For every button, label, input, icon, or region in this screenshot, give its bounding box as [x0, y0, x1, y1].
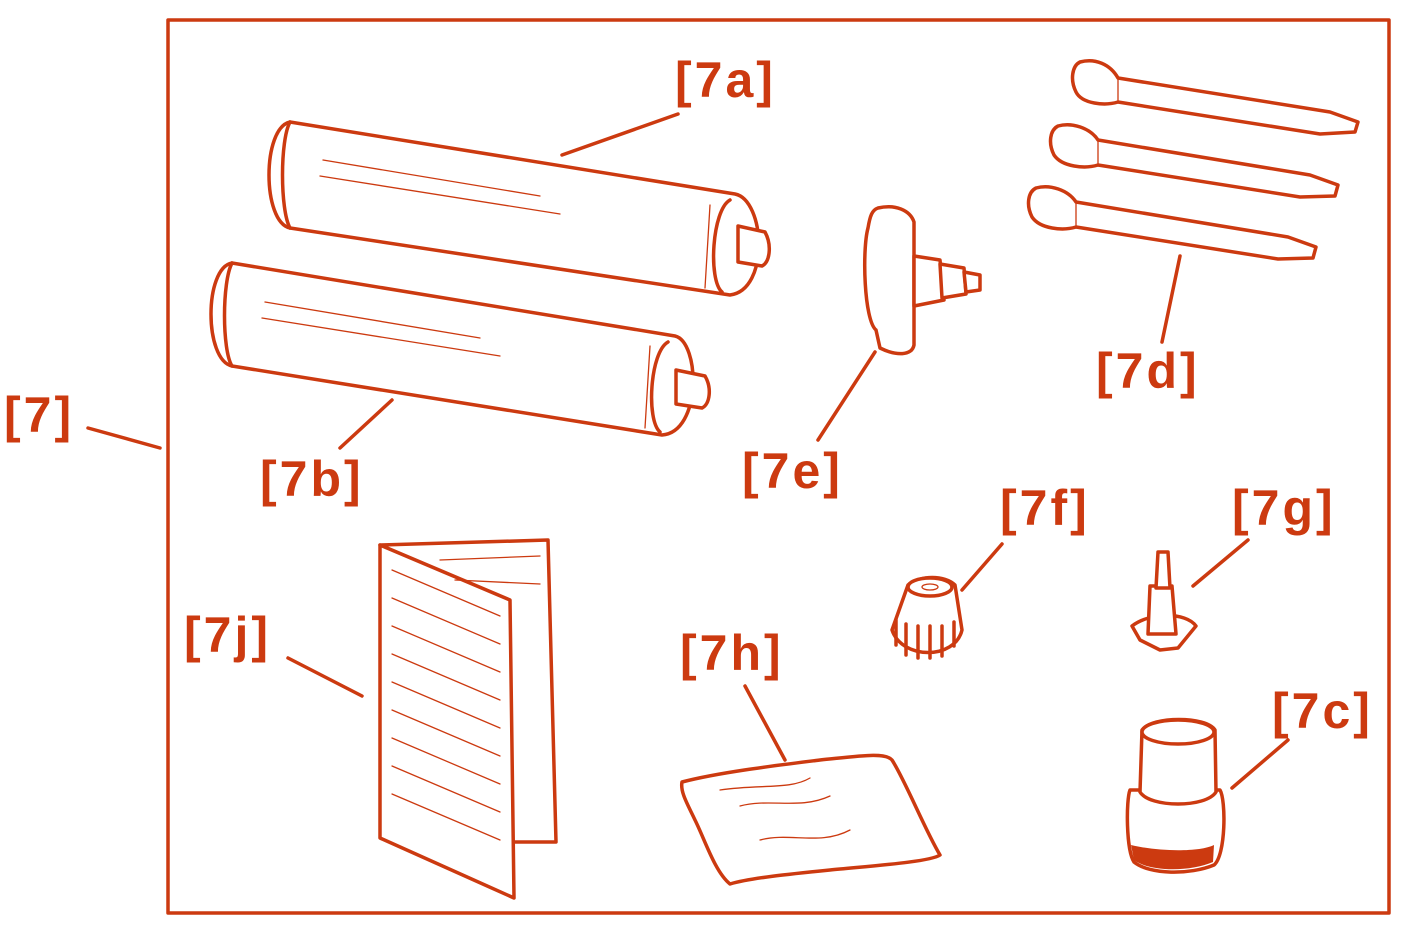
mixing-nozzles-7d — [1026, 59, 1360, 261]
cartridge-7b — [209, 261, 711, 437]
bottle-7c — [1125, 717, 1226, 874]
label-7j: [7j] — [184, 607, 271, 663]
manual-7j — [378, 538, 558, 900]
leader-7h — [743, 684, 787, 762]
cloth-7h — [679, 753, 942, 886]
leader-lines — [86, 112, 1290, 790]
label-7: [7] — [4, 387, 74, 443]
leader-7b — [338, 398, 394, 450]
label-7e: [7e] — [742, 443, 843, 499]
label-7a: [7a] — [675, 52, 776, 108]
leader-7g — [1191, 538, 1250, 588]
leader-7a — [560, 112, 680, 157]
label-7f: [7f] — [1000, 480, 1090, 536]
label-7d: [7d] — [1096, 343, 1200, 399]
kit-box — [166, 18, 1391, 915]
label-7b: [7b] — [260, 451, 364, 507]
leader-7 — [86, 426, 162, 450]
leader-7e — [816, 350, 877, 442]
cap-7f — [890, 575, 964, 660]
leader-7c — [1230, 738, 1290, 790]
leader-7f — [960, 542, 1004, 592]
label-7h: [7h] — [680, 625, 784, 681]
adapter-7e — [862, 205, 982, 356]
leader-7d — [1160, 254, 1182, 344]
leader-7j — [286, 656, 364, 698]
tip-7g — [1130, 550, 1198, 652]
label-7g: [7g] — [1232, 480, 1336, 536]
cartridge-7a — [267, 120, 771, 297]
label-7c: [7c] — [1272, 683, 1373, 739]
